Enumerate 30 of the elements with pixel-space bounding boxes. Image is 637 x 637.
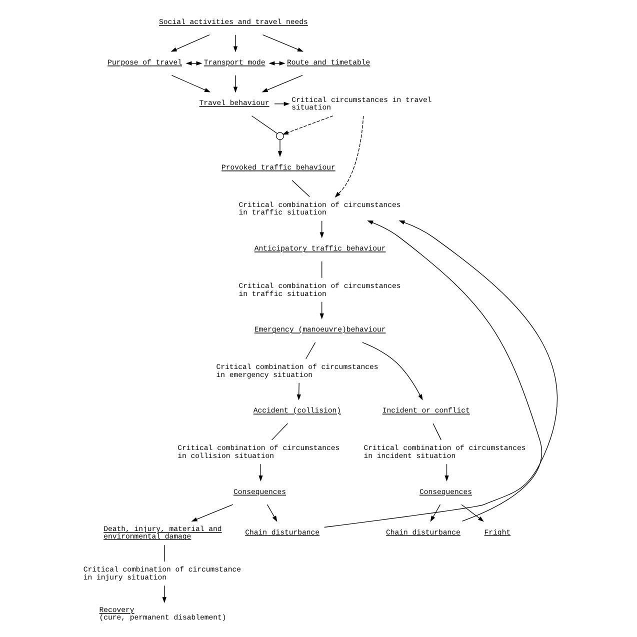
arrow — [261, 75, 302, 92]
arrow — [274, 102, 290, 106]
arrow — [266, 504, 277, 522]
arrow — [319, 302, 324, 320]
arrow — [262, 34, 304, 52]
connector — [432, 423, 441, 440]
connector — [321, 261, 322, 278]
connector — [250, 116, 278, 134]
arrow — [334, 116, 364, 198]
arrow — [232, 75, 238, 93]
arrow — [258, 464, 262, 482]
arrow — [324, 220, 558, 528]
arrow — [460, 504, 484, 522]
node-circle — [276, 132, 284, 140]
arrow — [444, 464, 448, 482]
arrow — [366, 220, 542, 522]
arrow — [430, 504, 440, 522]
arrow — [170, 34, 210, 52]
arrow — [170, 75, 210, 92]
connector — [270, 423, 288, 440]
arrow — [296, 382, 300, 400]
arrow — [190, 504, 233, 522]
arrow — [362, 342, 422, 400]
connector — [305, 342, 316, 360]
connector — [291, 180, 310, 198]
arrow — [232, 34, 238, 52]
arrow — [277, 140, 282, 158]
arrow — [319, 220, 324, 238]
arrow — [282, 116, 333, 135]
arrow — [162, 585, 166, 604]
